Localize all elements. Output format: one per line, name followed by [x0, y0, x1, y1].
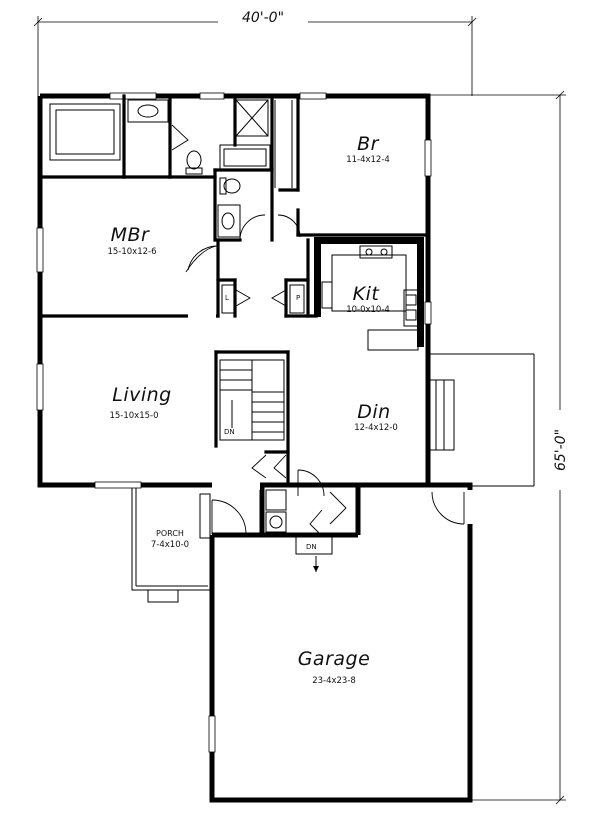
room-mbr-name: MBr [111, 224, 150, 246]
room-porch-name: PORCH [156, 529, 184, 538]
dining-exterior-steps [427, 353, 535, 487]
depth-dimension: 65'-0" [430, 90, 570, 805]
room-din-name: Din [357, 401, 390, 423]
room-garage-size: 23-4x23-8 [312, 676, 356, 686]
room-living-name: Living [112, 384, 172, 406]
windows [36, 92, 432, 753]
room-kit-size: 10-0x10-4 [346, 305, 390, 315]
room-kit-name: Kit [353, 283, 381, 305]
room-porch-size: 7-4x10-0 [151, 540, 189, 550]
room-mbr-size: 15-10x12-6 [107, 247, 156, 257]
room-living-size: 15-10x15-0 [109, 411, 158, 421]
stairs: DN [219, 359, 285, 441]
garage-step: DN [295, 535, 333, 572]
room-garage-name: Garage [298, 648, 371, 670]
bath-fixtures [49, 99, 287, 533]
room-br-size: 11-4x12-4 [346, 155, 390, 165]
porch [131, 488, 211, 603]
kitchen-fixtures [321, 245, 419, 351]
width-dimension-label: 40'-0" [242, 10, 284, 26]
linen-closet-label: L [225, 294, 229, 302]
exterior-walls [37, 93, 473, 803]
closets [221, 100, 305, 314]
width-dimension: 40'-0" [33, 10, 477, 96]
depth-dimension-label: 65'-0" [553, 429, 569, 471]
pantry-label: P [296, 294, 300, 302]
room-br-name: Br [357, 133, 380, 155]
doors [171, 124, 474, 535]
room-labels: Br 11-4x12-4 MBr 15-10x12-6 Kit 10-0x10-… [107, 133, 397, 686]
garage-step-label: DN [306, 543, 317, 551]
stair-down-label: DN [224, 428, 235, 436]
room-din-size: 12-4x12-0 [354, 423, 398, 433]
